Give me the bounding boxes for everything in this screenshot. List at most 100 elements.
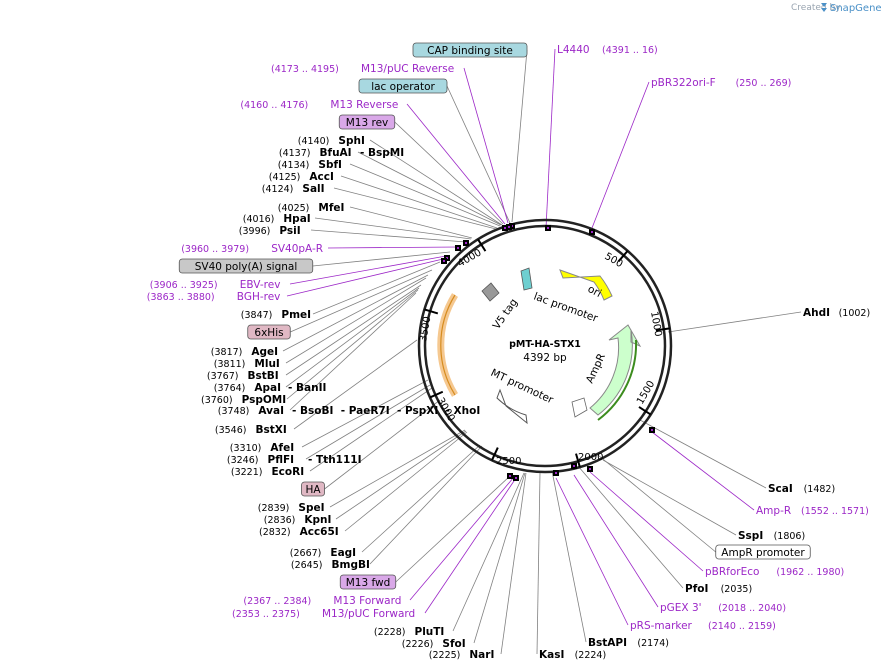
enzyme-name: BstBI bbox=[248, 370, 279, 382]
primer-position: (3863 .. 3880) bbox=[147, 292, 215, 303]
feature-ampr-promoter[interactable] bbox=[571, 397, 588, 418]
label-pfoi[interactable]: (2035)PfoI bbox=[685, 583, 752, 595]
label-bghrev[interactable]: (3863 .. 3880) BGH-rev bbox=[147, 291, 281, 303]
label-sv40par[interactable]: (3960 .. 3979)SV40pA-R bbox=[181, 243, 323, 255]
label-ebvrev[interactable]: (3906 .. 3925)EBV-rev bbox=[150, 279, 281, 291]
label-lacop[interactable]: lac operator bbox=[358, 78, 448, 94]
label-apai[interactable]: (3764)ApaI- BanII bbox=[214, 382, 327, 394]
label-m13rev_box[interactable]: M13 rev bbox=[338, 114, 396, 130]
label-hpai[interactable]: (4016)HpaI bbox=[243, 213, 311, 225]
label-scai[interactable]: (1482)ScaI bbox=[768, 483, 835, 495]
feature-box-label: M13 fwd bbox=[346, 577, 391, 589]
label-cap[interactable]: CAP binding site bbox=[412, 42, 528, 58]
label-psp[interactable]: (3760)PspOMI bbox=[201, 394, 286, 406]
label-l4440[interactable]: (4391 .. 16)L4440 bbox=[557, 44, 658, 56]
site-position: (2839) bbox=[258, 503, 290, 514]
site-position: (3748) bbox=[218, 406, 250, 417]
credit-brand: SnapGene bbox=[830, 3, 882, 14]
label-acci[interactable]: (4125)AccI bbox=[269, 171, 334, 183]
label-sv40polya[interactable]: SV40 poly(A) signal bbox=[178, 258, 314, 274]
tick-mark bbox=[491, 447, 499, 461]
label-avai[interactable]: (3748)AvaI- BsoBI - PaeR7I - PspXI - Xho… bbox=[218, 405, 480, 417]
label-m13puc_fwd[interactable]: (2353 .. 2375)M13/pUC Forward bbox=[232, 608, 415, 620]
label-pmei[interactable]: (3847)PmeI bbox=[241, 309, 311, 321]
enzyme-name: SalI bbox=[302, 183, 324, 195]
primer-name: SV40pA-R bbox=[271, 243, 323, 255]
label-habox[interactable]: HA bbox=[301, 481, 325, 497]
label-eagi[interactable]: (2667)EagI bbox=[290, 547, 356, 559]
feature-v5-tag[interactable]: V5 tag bbox=[481, 282, 521, 332]
label-pluti[interactable]: (2228)PluTI bbox=[374, 626, 444, 638]
snapgene-credit: Created by SnapGene bbox=[791, 3, 882, 14]
primer-site-mark bbox=[463, 240, 469, 246]
label-kasi[interactable]: (2224)KasI bbox=[539, 649, 606, 661]
site-position: (4137) bbox=[279, 148, 311, 159]
label-bmgbi[interactable]: (2645) BmgBI bbox=[291, 559, 370, 571]
site-position: (2836) bbox=[264, 515, 296, 526]
feature-stx1[interactable] bbox=[437, 293, 458, 397]
label-pgex3[interactable]: (2018 .. 2040)pGEX 3' bbox=[660, 602, 786, 614]
label-bstxi[interactable]: (3546)BstXI bbox=[215, 424, 287, 436]
label-pflfi[interactable]: (3246)PflFI- Tth111I bbox=[227, 454, 362, 466]
site-position: (3246) bbox=[227, 455, 259, 466]
primer-name: pBR322ori-F bbox=[651, 77, 716, 89]
v5-tag-label: V5 tag bbox=[491, 297, 521, 332]
label-kpni[interactable]: (2836)KpnI bbox=[264, 514, 332, 526]
label-bfuai[interactable]: (4137)BfuAI- BspMI bbox=[279, 147, 404, 159]
feature-box bbox=[715, 544, 811, 560]
primer-site-mark bbox=[587, 466, 593, 472]
site-position: (2645) bbox=[291, 560, 323, 571]
label-sphi[interactable]: (4140)SphI bbox=[298, 135, 365, 147]
tick-2000: 2000 bbox=[578, 452, 603, 463]
feature-mt-promoter[interactable]: MT promoter bbox=[489, 367, 556, 425]
label-agei[interactable]: (3817)AgeI bbox=[211, 346, 278, 358]
label-amprprom[interactable]: AmpR promoter bbox=[715, 544, 811, 560]
label-spei[interactable]: (2839) SpeI bbox=[258, 502, 325, 514]
label-acc65i[interactable]: (2832)Acc65I bbox=[259, 526, 339, 538]
label-ecori[interactable]: (3221)EcoRI bbox=[231, 466, 304, 478]
primer-position: (2367 .. 2384) bbox=[243, 596, 311, 607]
tick-mark bbox=[617, 250, 629, 263]
label-mlui[interactable]: (3811)MluI bbox=[214, 358, 280, 370]
label-ampr_p[interactable]: (1552 .. 1571)Amp-R bbox=[756, 505, 869, 517]
feature-ampr[interactable]: AmpR bbox=[584, 324, 642, 421]
label-prsmarker[interactable]: (2140 .. 2159)pRS-marker bbox=[630, 620, 776, 632]
enzyme-name: AvaI bbox=[258, 405, 284, 417]
label-psii[interactable]: (3996)PsiI bbox=[239, 225, 301, 237]
label-pbr322[interactable]: (250 .. 269)pBR322ori-F bbox=[651, 77, 791, 89]
label-m13puc_rev[interactable]: (4173 .. 4195)M13/pUC Reverse bbox=[271, 63, 454, 75]
label-ahdi[interactable]: (1002)AhdI bbox=[803, 307, 870, 319]
label-nari[interactable]: (2225)NarI bbox=[429, 649, 495, 661]
primer-site-mark bbox=[502, 225, 508, 231]
primer-name: M13/pUC Reverse bbox=[361, 63, 454, 75]
label-sspi[interactable]: (1806)SspI bbox=[738, 530, 805, 542]
site-position: (2224) bbox=[575, 650, 607, 661]
enzyme-name: BmgBI bbox=[332, 559, 370, 571]
label-sbfi[interactable]: (4134)SbfI bbox=[278, 159, 342, 171]
label-sfoi[interactable]: (2226)SfoI bbox=[402, 638, 466, 650]
label-afei[interactable]: (3310)AfeI bbox=[230, 442, 294, 454]
label-m13_rev_p[interactable]: (4160 .. 4176)M13 Reverse bbox=[240, 99, 398, 111]
label-sali[interactable]: (4124)SalI bbox=[262, 183, 325, 195]
enzyme-name: ScaI bbox=[768, 483, 793, 495]
ori-label: ori bbox=[586, 283, 604, 300]
feature-ori[interactable]: ori bbox=[559, 269, 613, 301]
label-bstapi[interactable]: (2174)BstAPI bbox=[588, 637, 669, 649]
primer-position: (2018 .. 2040) bbox=[718, 603, 786, 614]
enzyme-name: SbfI bbox=[318, 159, 342, 171]
label-m13fwd_p[interactable]: (2367 .. 2384)M13 Forward bbox=[243, 595, 401, 607]
label-mfei[interactable]: (4025)MfeI bbox=[278, 202, 345, 214]
enzyme-name: SpeI bbox=[298, 502, 324, 514]
site-position: (3847) bbox=[241, 310, 273, 321]
label-bstbi[interactable]: (3767)BstBI bbox=[207, 370, 279, 382]
primer-position: (2140 .. 2159) bbox=[708, 621, 776, 632]
feature-box-label: 6xHis bbox=[254, 327, 283, 339]
label-m13fwd_box[interactable]: M13 fwd bbox=[339, 574, 397, 590]
site-position: (2225) bbox=[429, 650, 461, 661]
label-pbrforeco[interactable]: (1962 .. 1980)pBRforEco bbox=[705, 566, 844, 578]
site-position: (3817) bbox=[211, 347, 243, 358]
primer-position: (2353 .. 2375) bbox=[232, 609, 300, 620]
primer-name: BGH-rev bbox=[237, 291, 281, 303]
primer-position: (3906 .. 3925) bbox=[150, 280, 218, 291]
label-hisbox[interactable]: 6xHis bbox=[247, 324, 291, 340]
